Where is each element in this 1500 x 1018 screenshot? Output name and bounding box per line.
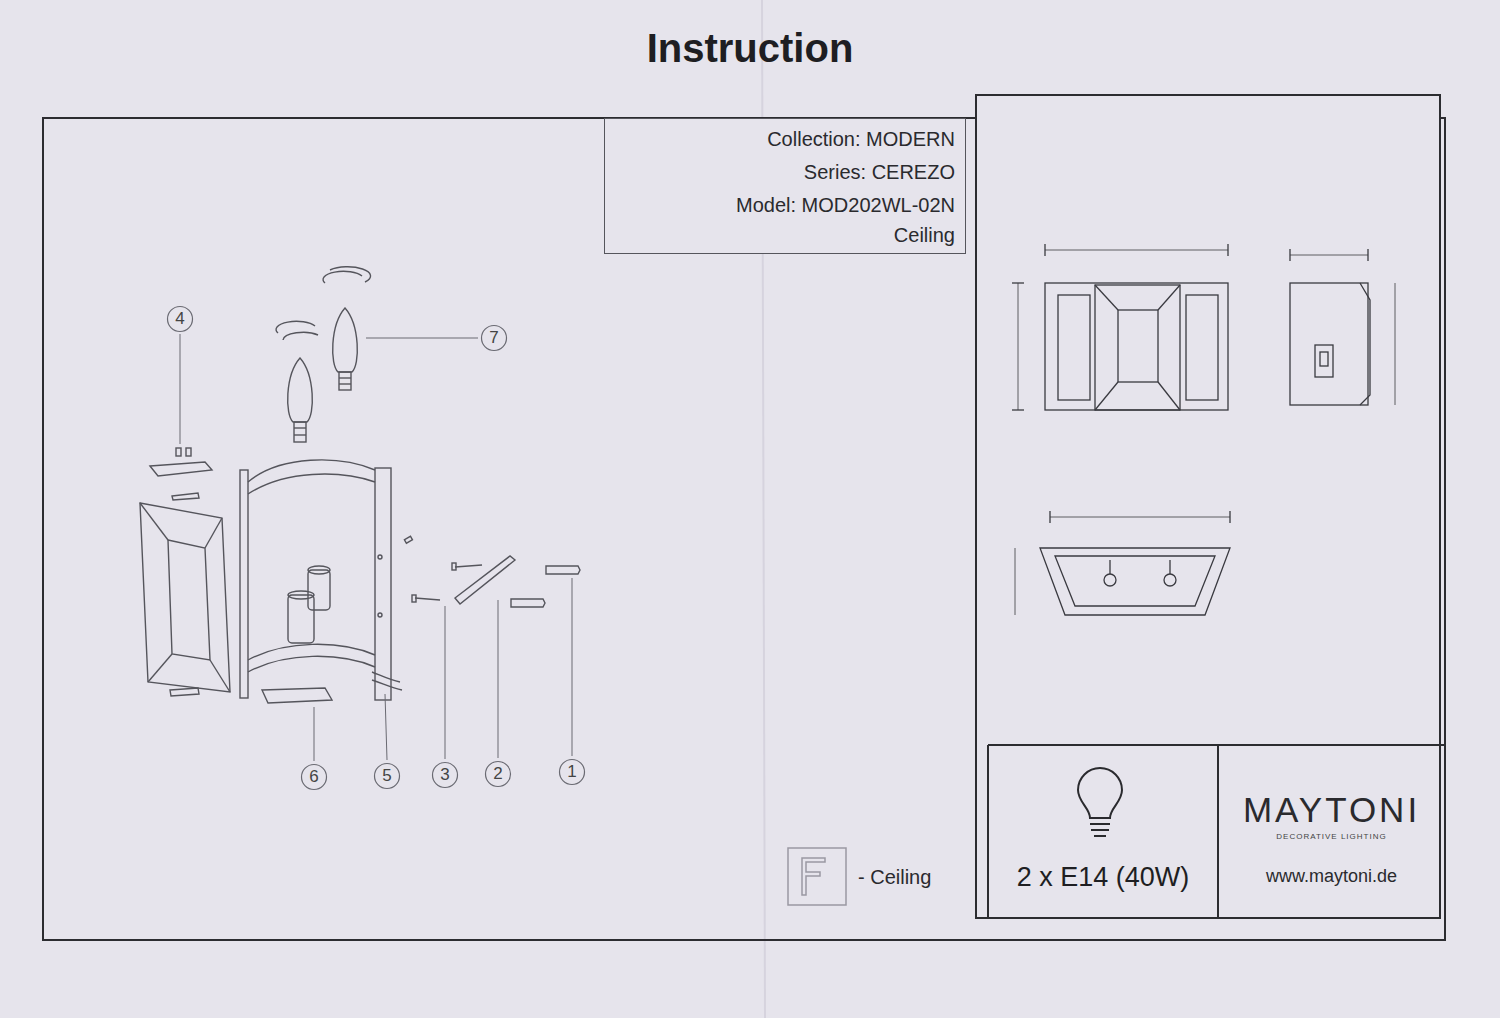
website: www.maytoni.de bbox=[1220, 866, 1443, 887]
callout-number: 4 bbox=[175, 309, 184, 329]
callout-number: 1 bbox=[567, 762, 576, 782]
callout-number: 6 bbox=[309, 767, 318, 787]
callout-circle: 3 bbox=[431, 761, 459, 789]
info-line: Series: CEREZO bbox=[615, 156, 955, 189]
ceiling-icon bbox=[788, 848, 846, 905]
dimension-views bbox=[1012, 244, 1395, 615]
info-line: Collection: MODERN bbox=[615, 123, 955, 156]
brand-cell: MAYTONIDECORATIVE LIGHTING www.maytoni.de bbox=[1220, 790, 1443, 916]
callout-circle: 2 bbox=[484, 760, 512, 788]
callout-circle: 5 bbox=[373, 762, 401, 790]
callout-circle: 4 bbox=[166, 305, 194, 333]
callout-number: 5 bbox=[382, 766, 391, 786]
callout-circle: 7 bbox=[480, 324, 508, 352]
callout-number: 3 bbox=[440, 765, 449, 785]
callout-number: 7 bbox=[489, 328, 498, 348]
exploded-view bbox=[140, 267, 580, 703]
bulb-icon bbox=[1078, 768, 1122, 836]
brand-name: MAYTONI bbox=[1220, 790, 1443, 830]
page-title: Instruction bbox=[0, 26, 1500, 71]
leader-lines bbox=[180, 334, 572, 761]
brand-tagline: DECORATIVE LIGHTING bbox=[1220, 830, 1443, 844]
info-line: Model: MOD202WL-02N bbox=[615, 189, 955, 222]
frame-lines bbox=[43, 95, 1445, 940]
info-line: Ceiling bbox=[615, 222, 955, 249]
lamp-spec-cell: 2 x E14 (40W) bbox=[990, 850, 1216, 916]
callout-circle: 6 bbox=[300, 763, 328, 791]
note-label: - Ceiling bbox=[858, 866, 931, 889]
callout-circle: 1 bbox=[558, 758, 586, 786]
lamp-spec: 2 x E14 (40W) bbox=[990, 862, 1216, 893]
info-box: Collection: MODERNSeries: CEREZOModel: M… bbox=[604, 118, 966, 254]
callout-number: 2 bbox=[493, 764, 502, 784]
